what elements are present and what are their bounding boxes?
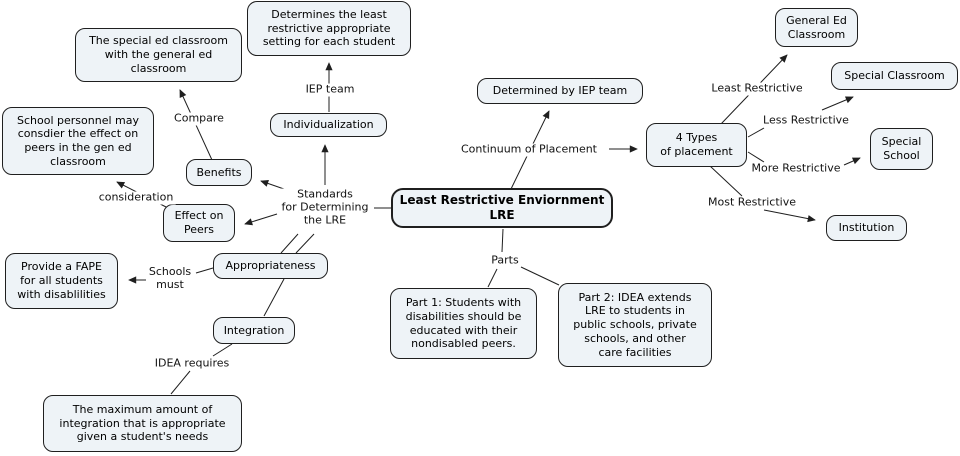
linking-phrase-least-restrictive[interactable]: Least Restrictive [709,81,805,96]
connector-fourtypes-to-less [747,127,765,138]
linking-phrase-idea-requires[interactable]: IDEA requires [152,356,232,371]
connector-less-to-specialclassroom [821,96,854,111]
connector-fourtypes-to-more [747,151,765,163]
concept-node-special-classroom[interactable]: Special Classroom [831,62,958,90]
linking-phrase-parts[interactable]: Parts [489,253,521,268]
concept-node-integration[interactable]: Integration [213,317,295,344]
connector-integration-to-idea [212,343,233,357]
linking-phrase-compare[interactable]: Compare [172,111,226,126]
concept-node-individualization[interactable]: Individualization [270,113,387,137]
concept-node-appropriateness[interactable]: Appropriateness [213,253,328,279]
connector-standards-to-effectpeers [244,213,278,226]
linking-phrase-most-restrictive[interactable]: Most Restrictive [706,195,798,210]
connector-parts-to-part2 [520,266,560,286]
connector-parts-to-part1 [487,268,498,288]
concept-node-special-ed-classroom[interactable]: The special ed classroom with the genera… [75,28,242,82]
connector-more-to-specialschool [843,157,861,166]
connector-most-to-institution [763,209,816,223]
concept-node-four-types[interactable]: 4 Types of placement [646,123,747,167]
linking-phrase-schools-must[interactable]: Schools must [146,265,194,292]
concept-node-school-personnel[interactable]: School personnel may consdier the effect… [2,107,154,175]
linking-phrase-standards[interactable]: Standards for Determining the LRE [279,187,371,228]
connector-lre-to-parts [501,228,504,253]
concept-node-part-2[interactable]: Part 2: IDEA extends LRE to students in … [558,283,712,367]
concept-node-provide-fape[interactable]: Provide a FAPE for all students with dis… [5,253,118,309]
linking-phrase-more-restrictive[interactable]: More Restrictive [749,161,843,176]
concept-node-institution[interactable]: Institution [826,215,907,241]
connector-appropriateness-to-integration [263,278,285,317]
concept-node-max-integration[interactable]: The maximum amount of integration that i… [43,395,242,452]
connector-fourtypes-to-most [709,165,743,197]
connector-idea-to-maxintegration [170,370,191,395]
linking-phrase-consideration[interactable]: consideration [96,190,176,205]
concept-node-effect-on-peers[interactable]: Effect on Peers [163,204,235,242]
linking-phrase-iep-team[interactable]: IEP team [303,82,357,97]
concept-node-determined-by-iep[interactable]: Determined by IEP team [477,78,643,104]
connector-standards-to-benefits [260,179,285,190]
concept-node-general-ed-classroom[interactable]: General Ed Classroom [775,8,858,47]
connector-standards-to-appropriateness-1 [280,233,299,254]
linking-phrase-continuum[interactable]: Continuum of Placement [459,142,599,157]
concept-node-benefits[interactable]: Benefits [186,159,252,186]
concept-node-part-1[interactable]: Part 1: Students with disabilities shoul… [390,288,537,359]
linking-phrase-less-restrictive[interactable]: Less Restrictive [761,113,851,128]
concept-node-determines-setting[interactable]: Determines the least restrictive appropr… [247,1,411,56]
concept-node-special-school[interactable]: Special School [870,128,933,170]
connector-appropriateness-to-schoolsmust [195,267,214,274]
concept-node-lre-root[interactable]: Least Restrictive Enviornment LRE [391,188,613,228]
connector-standards-to-appropriateness-2 [295,233,315,254]
